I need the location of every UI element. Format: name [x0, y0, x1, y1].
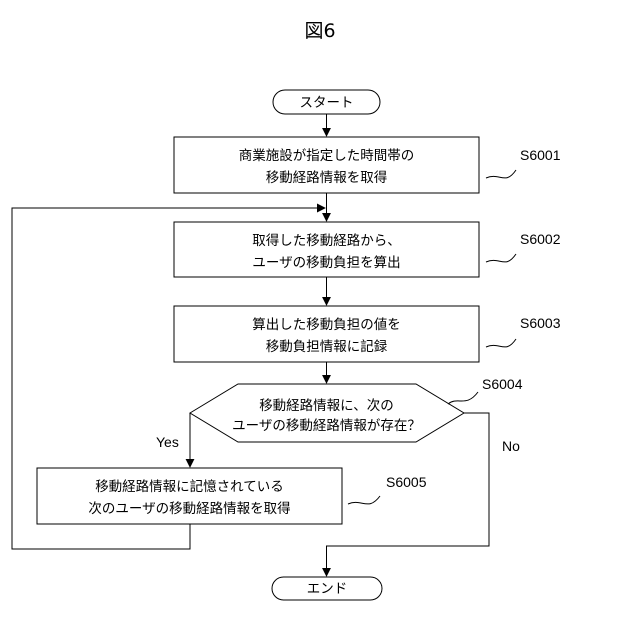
s6003-callout [486, 339, 516, 347]
decision-s6004: 移動経路情報に、次の ユーザの移動経路情報が存在？ [190, 384, 464, 442]
s6005-line1: 移動経路情報に記憶されている [95, 478, 284, 495]
no-label: No [502, 438, 520, 454]
figure-title: 図6 [304, 20, 335, 42]
s6004-callout [448, 392, 478, 404]
s6005-step-id: S6005 [386, 474, 427, 490]
process-s6001: 商業施設が指定した時間帯の 移動経路情報を取得 [174, 137, 479, 193]
s6001-step-id: S6001 [520, 147, 561, 163]
end-label: エンド [307, 581, 348, 597]
process-s6002: 取得した移動経路から、 ユーザの移動負担を算出 [174, 222, 479, 277]
s6004-line2: ユーザの移動経路情報が存在？ [232, 418, 421, 434]
s6002-callout [486, 254, 516, 262]
s6004-step-id: S6004 [482, 376, 523, 392]
s6005-line2: 次のユーザの移動経路情報を取得 [88, 500, 290, 517]
s6001-line1: 商業施設が指定した時間帯の [239, 148, 415, 164]
s6005-callout [348, 496, 380, 504]
s6003-step-id: S6003 [520, 315, 561, 331]
s6002-line1: 取得した移動経路から、 [252, 232, 401, 249]
s6002-line2: ユーザの移動負担を算出 [252, 255, 400, 271]
s6004-line1: 移動経路情報に、次の [259, 398, 394, 414]
process-s6005: 移動経路情報に記憶されている 次のユーザの移動経路情報を取得 [37, 468, 342, 524]
s6002-step-id: S6002 [520, 231, 561, 247]
end-terminal: エンド [272, 577, 382, 600]
start-label: スタート [300, 95, 354, 111]
s6001-callout [486, 170, 516, 178]
s6003-line2: 移動負担情報に記録 [266, 338, 388, 355]
start-terminal: スタート [273, 90, 380, 114]
s6003-line1: 算出した移動負担の値を [252, 317, 401, 333]
yes-label: Yes [156, 434, 179, 450]
s6001-line2: 移動経路情報を取得 [266, 169, 388, 186]
process-s6003: 算出した移動負担の値を 移動負担情報に記録 [174, 306, 479, 362]
